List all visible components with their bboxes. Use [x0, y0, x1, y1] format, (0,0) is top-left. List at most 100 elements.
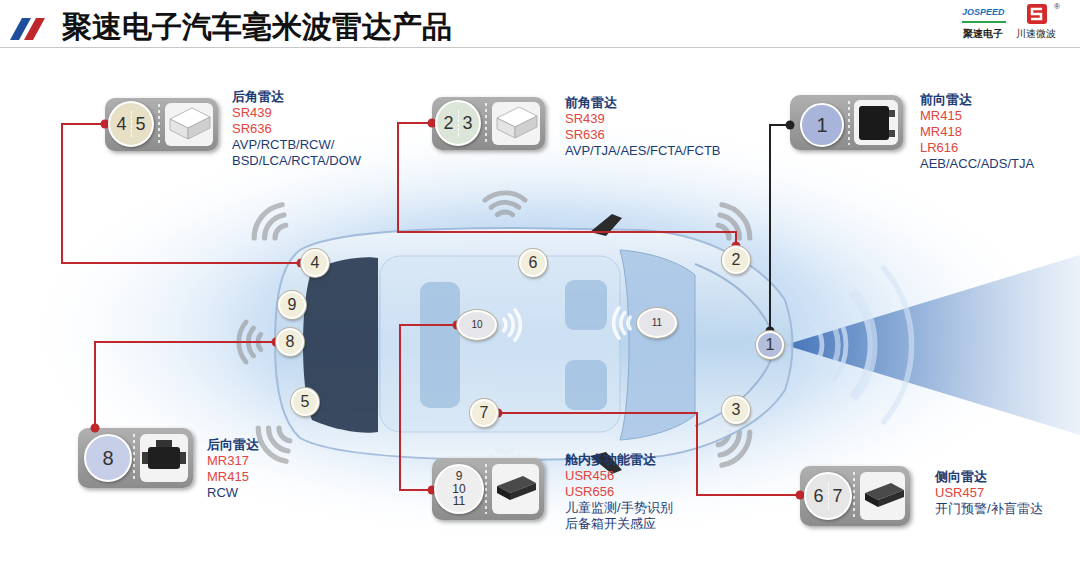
callout-circle: 9 [278, 291, 306, 319]
text-column: 侧向雷达USR457开门预警/补盲雷达 [935, 469, 1043, 517]
callout-number: 9 [456, 470, 463, 483]
model-number: MR415 [207, 469, 259, 485]
callout-number: 1 [766, 337, 775, 354]
callout-circle: 1 [756, 331, 784, 359]
radar-heading: 前向雷达 [920, 92, 1034, 108]
callout-number: 7 [833, 487, 843, 506]
number-circle: 91011 [434, 464, 484, 514]
leader-group [766, 121, 795, 336]
function-list: 儿童监测/手势识别 [565, 500, 673, 516]
leader-line [95, 342, 276, 428]
callout-circle: 10 [457, 310, 497, 340]
radar-beam [785, 255, 1080, 435]
text-column: 前角雷达SR439SR636AVP/TJA/AES/FCTA/FCTB [565, 95, 721, 159]
callout-circle: 2 [722, 246, 750, 274]
function-list: 开门预警/补盲雷达 [935, 501, 1043, 517]
callout-number: 4 [116, 115, 126, 134]
text-column: 后角雷达SR439SR636AVP/RCTB/RCW/ BSD/LCA/RCTA… [232, 89, 365, 169]
leader-dot [786, 121, 795, 130]
callout-number: 5 [136, 115, 146, 134]
model-number: USR457 [935, 485, 1043, 501]
callout-circle: 6 [519, 249, 547, 277]
callout-number: 2 [732, 252, 741, 269]
radar-heading: 后向雷达 [207, 437, 259, 453]
corner-radar-icon [170, 108, 210, 139]
rear-radar-icon [142, 440, 186, 469]
radar-waves [239, 193, 912, 471]
leader-group [494, 409, 805, 500]
model-number: USR656 [565, 484, 673, 500]
model-number: USR456 [565, 468, 673, 484]
callout-number: 11 [652, 318, 662, 329]
radar-heading: 前角雷达 [565, 95, 721, 111]
header [0, 0, 1080, 48]
callout-number: 9 [288, 297, 297, 314]
callout-number: 8 [102, 448, 113, 469]
function-list: AVP/RCTB/RCW/ BSD/LCA/RCTA/DOW [232, 137, 365, 169]
corner-radar-icon [497, 107, 537, 138]
callout-number: 1 [816, 115, 827, 136]
divider-line [828, 483, 829, 509]
model-number: SR636 [232, 121, 365, 137]
registered-mark: ® [1054, 2, 1060, 11]
callout-number: 10 [452, 483, 465, 496]
function-list: AEB/ACC/ADS/TJA [920, 156, 1034, 172]
callout-circle: 4 [301, 249, 329, 277]
radar-panel: 后向雷达MR317MR415RCW 8 [78, 428, 259, 501]
callout-number: 10 [471, 320, 482, 331]
radar-heading: 后角雷达 [232, 89, 365, 105]
radar-heading: 侧向雷达 [935, 469, 1043, 485]
number-circle: 45 [108, 101, 154, 147]
number-circle: 23 [435, 100, 481, 146]
cabin-radar-icon [497, 476, 536, 500]
callout-number: 4 [311, 255, 320, 272]
callout-number: 6 [529, 255, 538, 272]
plate-icon-grounds [140, 100, 905, 520]
model-number: MR317 [207, 453, 259, 469]
callout-number: 7 [480, 405, 489, 422]
text-column: 前向雷达MR415MR418LR616AEB/ACC/ADS/TJA [920, 92, 1034, 172]
function-list: 后备箱开关感应 [565, 516, 673, 532]
model-number: LR616 [920, 140, 1034, 156]
model-number: MR415 [920, 108, 1034, 124]
radar-panel: 侧向雷达USR457开门预警/补盲雷达 67 [800, 466, 1043, 526]
callout-circle: 5 [291, 388, 319, 416]
text-column: 舱内多功能雷达USR456USR656儿童监测/手势识别后备箱开关感应 [565, 452, 673, 532]
car-body [275, 214, 793, 474]
side-radar-icon [865, 483, 904, 507]
number-circle: 67 [804, 472, 852, 520]
callout-number: 5 [301, 394, 310, 411]
function-list: AVP/TJA/AES/FCTA/FCTB [565, 143, 721, 159]
callout-circle: 7 [470, 399, 498, 427]
model-number: SR439 [232, 105, 365, 121]
callout-number: 3 [463, 114, 473, 133]
divider-line [131, 111, 132, 136]
callout-circle: 8 [276, 328, 304, 356]
plate-dividers [134, 101, 854, 520]
callout-number: 3 [732, 402, 741, 419]
number-circle: 8 [84, 434, 132, 482]
model-number: SR439 [565, 111, 721, 127]
leader-dot [91, 424, 100, 433]
logo-caption: 川速微波 [1016, 27, 1056, 41]
radar-panel: 后角雷达SR439SR636AVP/RCTB/RCW/ BSD/LCA/RCTA… [105, 89, 365, 169]
function-list: RCW [207, 485, 259, 501]
front-radar-icon [859, 106, 895, 140]
panel-plates [78, 95, 910, 526]
number-circle: 1 [800, 103, 844, 147]
model-number: MR418 [920, 124, 1034, 140]
callout-circle: 11 [637, 308, 677, 338]
page-title: 聚速电子汽车毫米波雷达产品 [62, 7, 452, 48]
leader-line [498, 413, 800, 495]
logo-caption: 聚速电子 [963, 27, 1003, 41]
callout-number: 2 [443, 114, 453, 133]
divider-line [458, 110, 459, 135]
logo-text: JOSPEED [962, 7, 1005, 17]
leader-group [91, 338, 281, 433]
radar-panel: 前向雷达MR415MR418LR616AEB/ACC/ADS/TJA 1 [790, 92, 1034, 172]
callout-number: 8 [286, 334, 295, 351]
radar-heading: 舱内多功能雷达 [565, 452, 673, 468]
